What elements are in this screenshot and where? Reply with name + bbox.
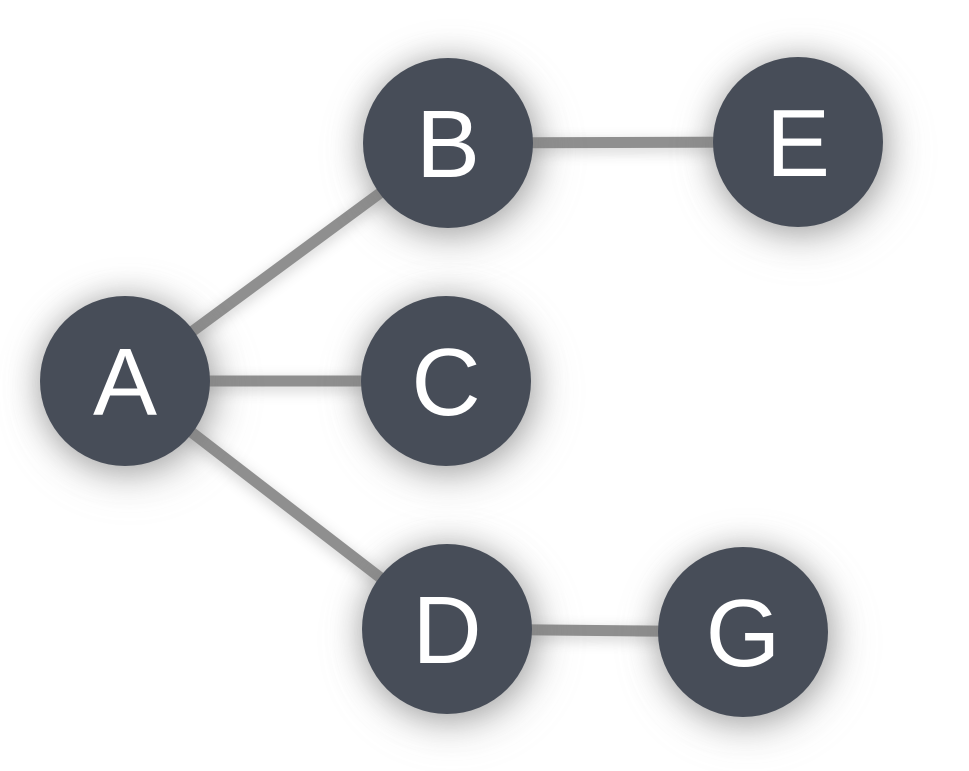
node-B: B xyxy=(363,58,533,228)
nodes-layer: A B C D E G xyxy=(40,57,883,717)
node-label-D: D xyxy=(412,577,481,684)
node-circle-C xyxy=(361,296,531,466)
node-label-A: A xyxy=(93,329,157,436)
node-label-E: E xyxy=(766,90,830,197)
node-E: E xyxy=(713,57,883,227)
node-C: C xyxy=(361,296,531,466)
node-circle-E xyxy=(713,57,883,227)
node-circle-A xyxy=(40,296,210,466)
node-circle-B xyxy=(363,58,533,228)
node-D: D xyxy=(362,544,532,714)
node-label-C: C xyxy=(411,329,480,436)
node-circle-G xyxy=(658,547,828,717)
node-label-B: B xyxy=(416,91,480,198)
node-G: G xyxy=(658,547,828,717)
node-A: A xyxy=(40,296,210,466)
node-label-G: G xyxy=(706,580,781,687)
node-circle-D xyxy=(362,544,532,714)
